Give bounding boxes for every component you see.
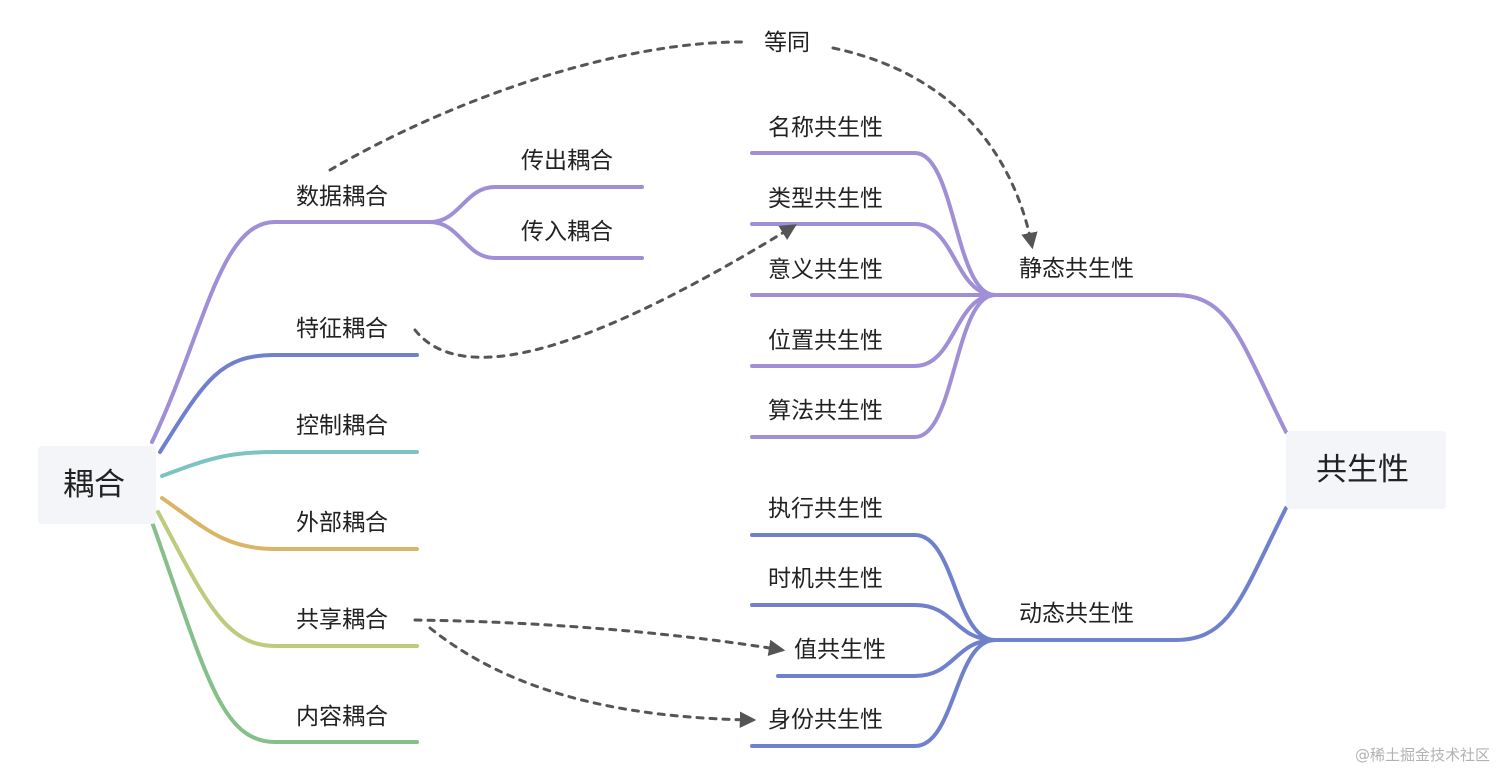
node-content-coupling[interactable]: 内容耦合 (296, 704, 388, 730)
node-data-out[interactable]: 传出耦合 (521, 148, 613, 174)
node-common-coupling[interactable]: 共享耦合 (296, 607, 388, 633)
dashed-arrow-equivalent-to-static (831, 46, 1038, 250)
dashed-arrow-common-to-value (413, 618, 786, 657)
edge-connascence-to-static (993, 293, 1288, 434)
edge-coupling-to-content (150, 520, 419, 744)
edge-static-to-position (750, 293, 997, 368)
node-coupling[interactable]: 耦合 (63, 467, 125, 503)
node-value-connascence[interactable]: 值共生性 (794, 637, 886, 663)
node-connascence[interactable]: 共生性 (1316, 452, 1409, 488)
node-execution-connascence[interactable]: 执行共生性 (768, 496, 883, 522)
node-data-in[interactable]: 传入耦合 (521, 219, 613, 245)
node-algorithm-connascence[interactable]: 算法共生性 (768, 398, 883, 424)
edge-dynamic-to-execution (750, 533, 997, 642)
node-timing-connascence[interactable]: 时机共生性 (768, 566, 883, 592)
node-identity-connascence[interactable]: 身份共生性 (768, 707, 883, 733)
edge-dynamic-to-value (776, 638, 997, 678)
edge-dynamic-to-identity (750, 638, 997, 748)
edge-data-to-out (428, 185, 644, 224)
root-connascence-box[interactable] (1286, 431, 1446, 509)
edge-static-to-type (750, 222, 997, 297)
node-meaning-connascence[interactable]: 意义共生性 (768, 257, 883, 283)
dashed-arrow-common-to-identity (428, 626, 757, 729)
edge-coupling-to-external (160, 496, 419, 551)
edge-connascence-to-dynamic (993, 506, 1288, 642)
edge-dynamic-to-timing (750, 603, 997, 642)
node-type-connascence[interactable]: 类型共生性 (768, 186, 883, 212)
root-coupling-box[interactable] (38, 446, 156, 524)
edge-static-to-algorithm (750, 293, 997, 439)
node-name-connascence[interactable]: 名称共生性 (768, 115, 883, 141)
edge-coupling-to-common (156, 510, 419, 648)
edge-coupling-to-stamp (158, 353, 419, 454)
edge-data-to-in (428, 220, 644, 260)
dashed-arrow-stamp-to-type (413, 224, 797, 359)
node-dynamic-connascence[interactable]: 动态共生性 (1019, 601, 1134, 627)
watermark: @稀土掘金技术社区 (1354, 746, 1490, 764)
node-data-coupling[interactable]: 数据耦合 (296, 184, 388, 210)
edge-static-to-name (750, 151, 997, 297)
dashed-arrow-data-equivalent-static (328, 40, 750, 172)
node-static-connascence[interactable]: 静态共生性 (1019, 256, 1134, 282)
relation-equivalent-label: 等同 (764, 30, 810, 56)
node-external-coupling[interactable]: 外部耦合 (296, 510, 388, 536)
node-stamp-coupling[interactable]: 特征耦合 (296, 316, 388, 342)
edge-coupling-to-control (160, 450, 419, 478)
edge-coupling-to-data (150, 220, 432, 444)
node-control-coupling[interactable]: 控制耦合 (296, 413, 388, 439)
node-position-connascence[interactable]: 位置共生性 (768, 328, 883, 354)
